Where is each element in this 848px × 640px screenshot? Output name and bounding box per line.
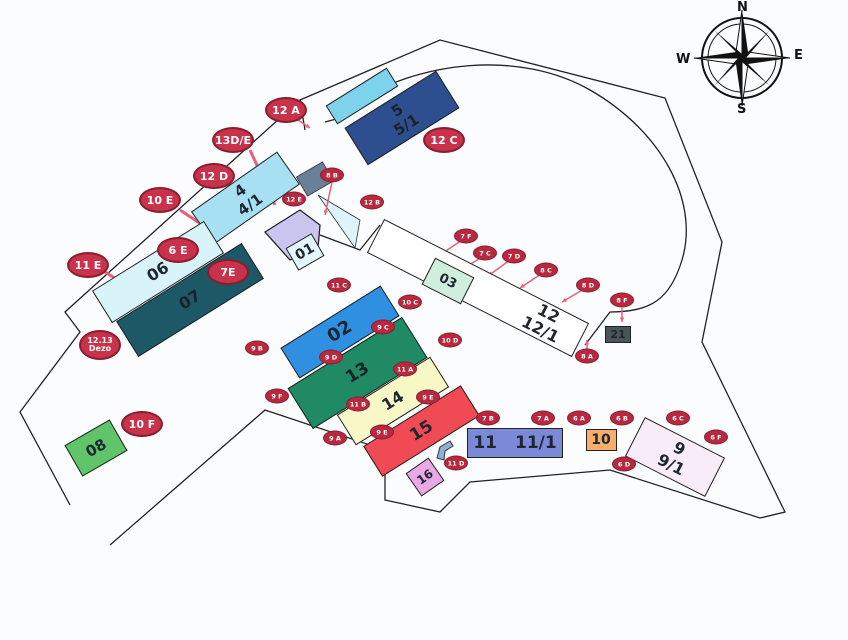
location-badge[interactable]: 12 E [282,191,306,207]
location-badge[interactable]: 8 A [575,348,599,364]
arrow-icon [324,181,333,216]
location-badge[interactable]: 12 D [193,163,235,189]
location-badge[interactable]: 10 E [139,187,181,213]
building-label: 13 [341,357,373,388]
location-badge[interactable]: 11 E [67,252,109,278]
compass-north-label: N [737,0,748,15]
compass-east-label: E [794,48,803,63]
location-badge[interactable]: 8 D [576,277,600,293]
location-badge[interactable]: 6 F [704,429,728,445]
building-label: 10 [591,432,611,448]
arrowhead-icon [520,283,525,288]
location-badge[interactable]: 9 B [245,340,269,356]
building-10[interactable]: 10 [585,429,617,451]
location-badge[interactable]: 8 C [534,262,558,278]
building-label: 21 [610,327,626,341]
road-edge [319,224,381,251]
location-badge[interactable]: 11 C [327,277,351,293]
building-label: 15 [405,415,437,446]
location-badge[interactable]: 12.13 Dezo [79,330,121,360]
location-badge[interactable]: 12 A [265,97,307,123]
building-label: 16 [414,466,436,488]
location-badge[interactable]: 7E [207,259,249,285]
building-label: 03 [436,270,460,292]
location-badge[interactable]: 9 F [265,388,289,404]
location-badge[interactable]: 8 B [320,167,344,183]
arrowhead-icon [323,210,329,215]
location-badge[interactable]: 6 B [610,410,634,426]
location-badge[interactable]: 7 A [531,410,555,426]
compass-west-label: W [676,52,691,67]
building-label: 11 [473,432,497,453]
building-11[interactable]: 11 11/1 [467,428,563,458]
location-badge[interactable]: 9 E [370,424,394,440]
arrowhead-icon [562,297,567,302]
location-badge[interactable]: 6 A [567,410,591,426]
location-badge[interactable]: 6 E [157,237,199,263]
location-badge[interactable]: 11 A [393,361,417,377]
building-sublabel: 11/1 [514,432,557,453]
building-label: 02 [323,316,356,348]
location-badge[interactable]: 10 F [121,411,163,437]
location-badge[interactable]: 7 B [476,410,500,426]
building-label: 06 [143,257,173,286]
location-badge[interactable]: 12 C [423,127,465,153]
location-badge[interactable]: 6 D [612,456,636,472]
track-loop [349,64,687,346]
arrowhead-icon [305,123,310,128]
building-label: 07 [175,285,205,314]
location-badge[interactable]: 12 B [360,194,384,210]
compass-south-label: S [737,102,747,117]
arrowhead-icon [584,340,590,345]
location-badge[interactable]: 10 D [438,332,462,348]
location-badge[interactable]: 9 E [416,389,440,405]
building-label: 08 [82,434,110,461]
arrowhead-icon [619,317,625,322]
location-badge[interactable]: 6 C [666,410,690,426]
location-badge[interactable]: 13D/E [212,127,254,153]
building-label: 14 [378,386,408,415]
building-label: 01 [292,240,318,264]
location-badge[interactable]: 7 D [502,248,526,264]
location-badge[interactable]: 7 F [454,228,478,244]
location-badge[interactable]: 7 C [473,245,497,261]
location-badge[interactable]: 9 C [371,319,395,335]
location-badge[interactable]: 8 F [610,292,634,308]
location-badge[interactable]: 11 B [346,396,370,412]
location-badge[interactable]: 9 A [323,430,347,446]
location-badge[interactable]: 9 D [319,349,343,365]
compass-rose-icon [693,9,791,107]
location-badge[interactable]: 11 D [444,455,468,471]
location-badge[interactable]: 10 C [398,294,422,310]
building-21[interactable]: 21 [605,325,631,343]
